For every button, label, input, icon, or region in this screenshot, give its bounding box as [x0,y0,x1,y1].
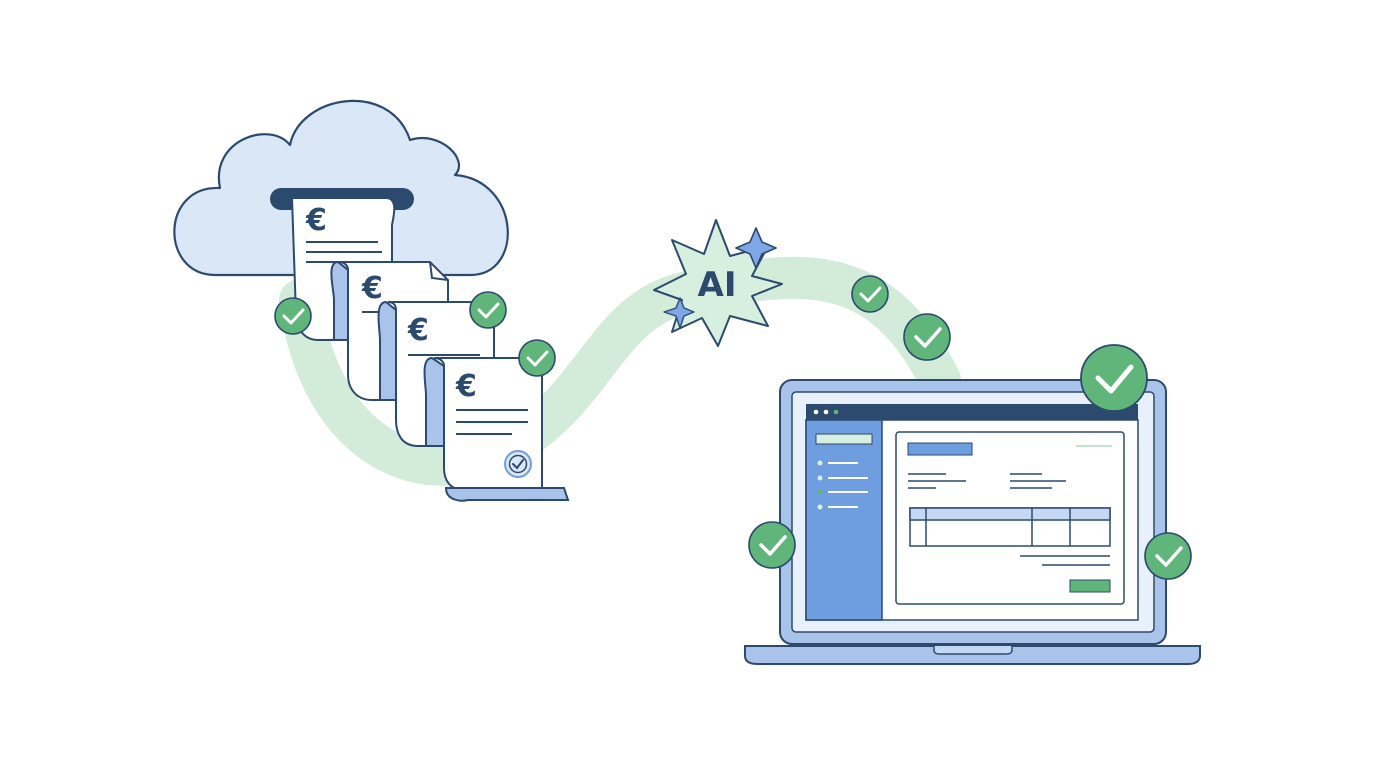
check-circle-icon [851,275,889,313]
ai-badge: AI [653,219,783,347]
receipt-4: € [423,356,570,502]
app-titlebar [806,404,1138,420]
check-circle-icon [1144,532,1192,580]
check-circle-icon [1080,344,1148,412]
verified-stamp-icon [504,450,532,478]
check-circle-icon [274,297,312,335]
receipt-2-symbol: € [361,271,383,306]
receipt-3-symbol: € [407,313,429,348]
receipt-4-symbol: € [455,369,477,404]
laptop-icon [744,379,1201,665]
invoice-table [909,507,1111,547]
check-circle-icon [518,339,556,377]
check-circle-icon [748,521,796,569]
sidebar-active-item [815,433,873,445]
laptop-base [744,645,1201,665]
ai-label: AI [698,265,737,305]
invoice-header-block [907,442,973,456]
invoice-submit-bar [1069,579,1111,593]
flow-path [279,256,961,486]
sparkle-icon-small [663,297,695,329]
sparkle-icon [735,227,777,269]
cloud-icon [173,99,509,277]
receipt-1-symbol: € [305,203,327,238]
check-circle-icon [469,291,507,329]
check-circle-icon [903,313,951,361]
app-sidebar [805,419,883,621]
